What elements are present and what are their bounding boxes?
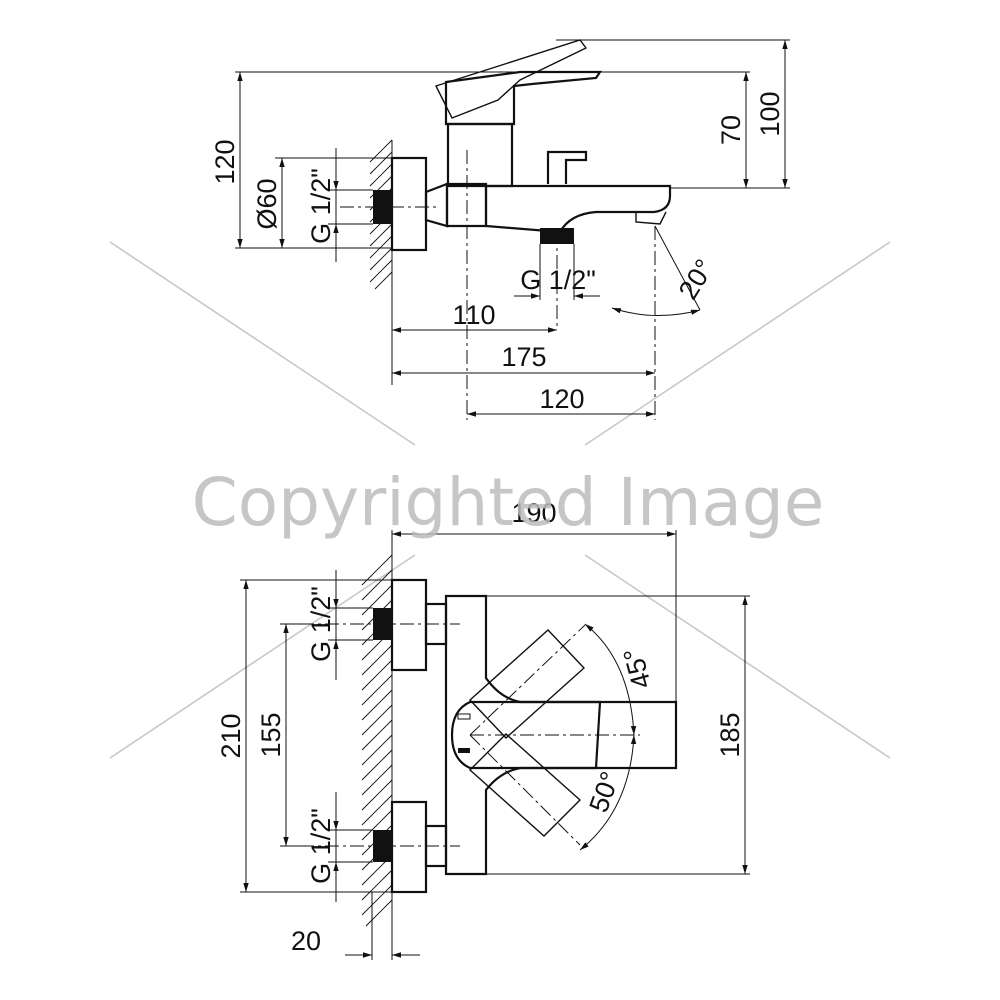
- dim-handle-70: 70: [716, 115, 746, 145]
- flange-top-front: [390, 578, 428, 672]
- eccentric-connector: [424, 182, 449, 228]
- dim-thread-bottom-front: G 1/2": [306, 808, 336, 884]
- handle-side: [444, 70, 603, 126]
- aerator-side: [635, 211, 667, 225]
- dim-angle-50: 50°: [583, 768, 625, 817]
- dim-angle-45: 45°: [618, 645, 658, 692]
- dim-height-185: 185: [715, 712, 745, 757]
- flange-bottom-front: [390, 800, 428, 894]
- dim-height-210: 210: [216, 713, 246, 758]
- side-view: 120 Ø60 G 1/2" 70 100 G 1/2" 20° 110 175…: [210, 39, 790, 420]
- dim-handle-100: 100: [755, 91, 785, 136]
- watermark-text: Copyrighted Image: [192, 464, 825, 541]
- dim-diameter-60: Ø60: [252, 178, 282, 229]
- handle-raised-side: [435, 39, 588, 119]
- dim-thread-left-side: G 1/2": [306, 168, 336, 244]
- cartridge-column: [446, 122, 514, 188]
- inlet-thread-side: [373, 190, 392, 224]
- dim-length-110: 110: [452, 300, 495, 330]
- front-view: 190 G 1/2" G 1/2" 210 155 185 45° 50° 20: [216, 498, 750, 960]
- hot-indicator: [457, 713, 471, 720]
- dim-length-175: 175: [501, 342, 546, 372]
- dim-center-155: 155: [256, 712, 286, 757]
- watermark-lines: [109, 241, 891, 759]
- dim-thread-bottom-side: G 1/2": [520, 265, 596, 295]
- dim-spout-angle: 20°: [673, 254, 720, 305]
- diverter-knob: [546, 150, 588, 184]
- dim-width-190: 190: [511, 498, 556, 528]
- flange-side: [390, 156, 428, 252]
- cold-indicator: [458, 748, 470, 753]
- dim-depth-20: 20: [291, 926, 321, 956]
- handle-hub-front: [450, 700, 602, 770]
- dim-height-120: 120: [210, 139, 240, 184]
- dim-thread-top-front: G 1/2": [306, 586, 336, 662]
- handle-rotated-45: [468, 629, 586, 739]
- dim-length-120: 120: [539, 384, 584, 414]
- spout-side: [484, 184, 672, 234]
